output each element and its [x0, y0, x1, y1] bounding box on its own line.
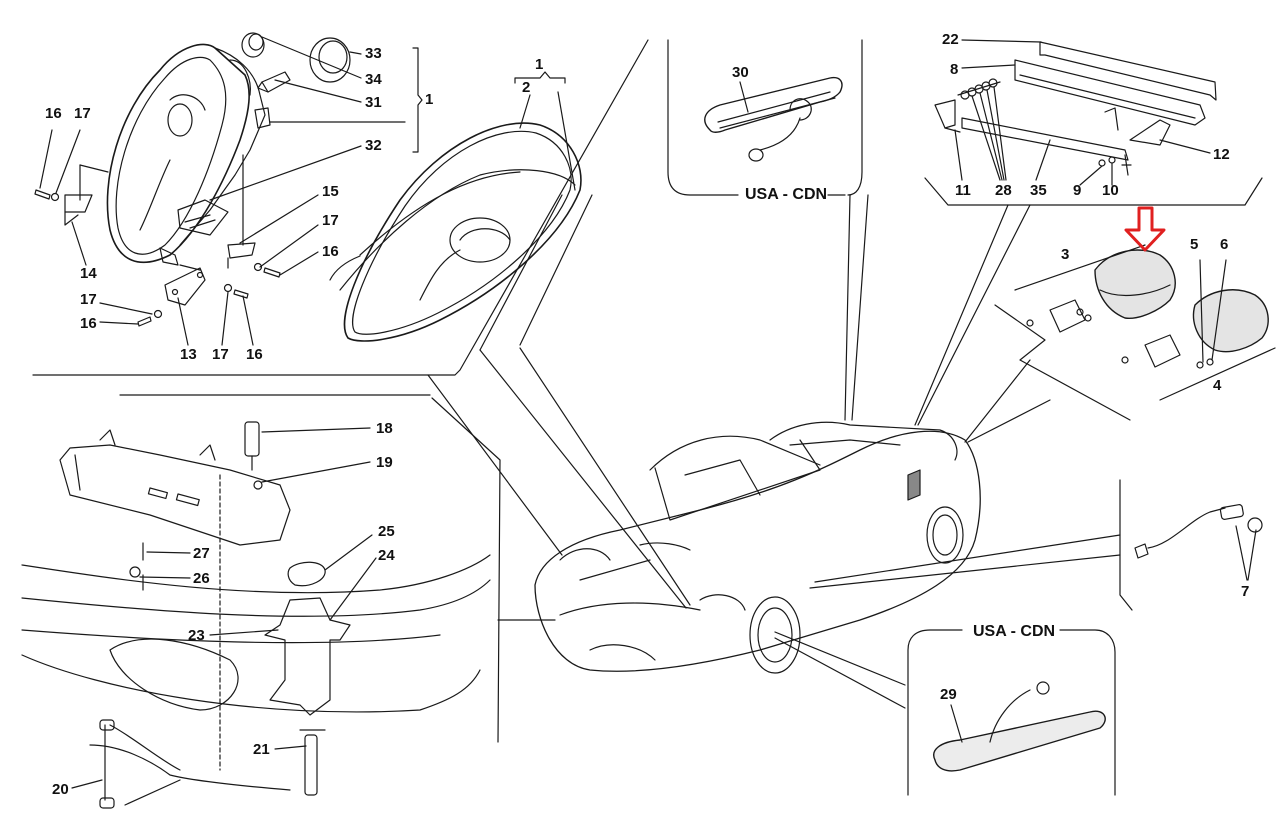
- region-label-usa-cdn-top: USA - CDN: [745, 186, 828, 203]
- callout-16[interactable]: 16: [45, 105, 62, 122]
- headlamp-seal: [329, 71, 582, 342]
- usa-cdn-panel-top: [667, 39, 863, 196]
- tail-lamps-assembly: [994, 244, 1276, 421]
- callout-11[interactable]: 11: [955, 182, 971, 199]
- callout-16[interactable]: 16: [246, 346, 263, 363]
- callout-19[interactable]: 19: [376, 454, 393, 471]
- callout-22[interactable]: 22: [942, 31, 959, 48]
- callout-17[interactable]: 17: [74, 105, 91, 122]
- callout-25[interactable]: 25: [378, 523, 395, 540]
- callout-31[interactable]: 31: [365, 94, 382, 111]
- washer-assembly: [21, 421, 491, 809]
- callout-32[interactable]: 32: [365, 137, 382, 154]
- callout-10[interactable]: 10: [1102, 182, 1119, 199]
- region-label-usa-cdn-bottom: USA - CDN: [973, 623, 1056, 640]
- usa-cdn-panel-bottom: [907, 629, 1116, 796]
- car-outline: [427, 194, 1133, 709]
- callout-8[interactable]: 8: [950, 61, 959, 78]
- callout-4[interactable]: 4: [1213, 377, 1222, 394]
- diagram-frame-lines: [32, 39, 649, 743]
- headlamp-assembly: [34, 32, 423, 346]
- callout-24[interactable]: 24: [378, 547, 395, 564]
- callout-9[interactable]: 9: [1073, 182, 1082, 199]
- callout-27[interactable]: 27: [193, 545, 210, 562]
- callout-30[interactable]: 30: [732, 64, 749, 81]
- callout-13[interactable]: 13: [180, 346, 197, 363]
- callout-1-headlamp[interactable]: 1: [425, 91, 434, 108]
- callout-6[interactable]: 6: [1220, 236, 1229, 253]
- callout-18[interactable]: 18: [376, 420, 393, 437]
- callout-35[interactable]: 35: [1030, 182, 1047, 199]
- callout-3[interactable]: 3: [1061, 246, 1070, 263]
- callout-34[interactable]: 34: [365, 71, 382, 88]
- callout-17[interactable]: 17: [322, 212, 339, 229]
- callout-16[interactable]: 16: [80, 315, 97, 332]
- callout-15[interactable]: 15: [322, 183, 339, 200]
- highlight-arrow: [1124, 206, 1166, 252]
- third-brake-light-assembly: [924, 39, 1263, 206]
- callout-2[interactable]: 2: [522, 79, 531, 96]
- callout-12[interactable]: 12: [1213, 146, 1230, 163]
- callout-20[interactable]: 20: [52, 781, 69, 798]
- callout-5[interactable]: 5: [1190, 236, 1199, 253]
- callout-17[interactable]: 17: [80, 291, 97, 308]
- callout-7[interactable]: 7: [1241, 583, 1250, 600]
- callout-28[interactable]: 28: [995, 182, 1012, 199]
- callout-26[interactable]: 26: [193, 570, 210, 587]
- callout-29[interactable]: 29: [940, 686, 957, 703]
- callout-16[interactable]: 16: [322, 243, 339, 260]
- callout-1-seal[interactable]: 1: [535, 56, 544, 73]
- callout-21[interactable]: 21: [253, 741, 270, 758]
- callout-33[interactable]: 33: [365, 45, 382, 62]
- callout-23[interactable]: 23: [188, 627, 205, 644]
- callout-14[interactable]: 14: [80, 265, 97, 282]
- side-marker-assembly: [1134, 504, 1263, 581]
- callout-17[interactable]: 17: [212, 346, 229, 363]
